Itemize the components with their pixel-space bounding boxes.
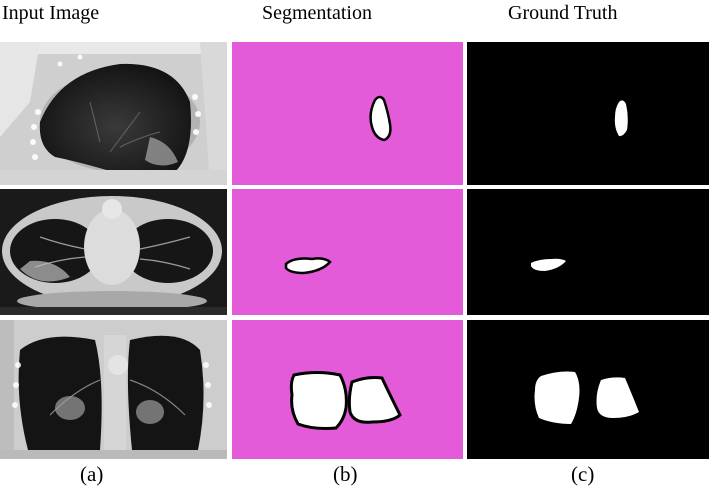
- column-letter-a: (a): [80, 462, 104, 486]
- column-title-input-image: Input Image: [2, 2, 100, 24]
- input-image-row-1: [0, 42, 227, 185]
- ground-truth-row-1: [467, 42, 709, 185]
- column-title-ground-truth: Ground Truth: [508, 2, 618, 24]
- ground-truth-row-3: [467, 320, 709, 459]
- column-title-segmentation: Segmentation: [262, 2, 372, 24]
- column-letter-b: (b): [333, 462, 358, 486]
- input-image-row-2: [0, 189, 227, 315]
- input-image-row-3: [0, 320, 227, 459]
- segmentation-row-2: [232, 189, 463, 315]
- ground-truth-row-2: [467, 189, 709, 315]
- segmentation-row-3: [232, 320, 463, 459]
- segmentation-row-1: [232, 42, 463, 185]
- column-letter-c: (c): [571, 462, 595, 486]
